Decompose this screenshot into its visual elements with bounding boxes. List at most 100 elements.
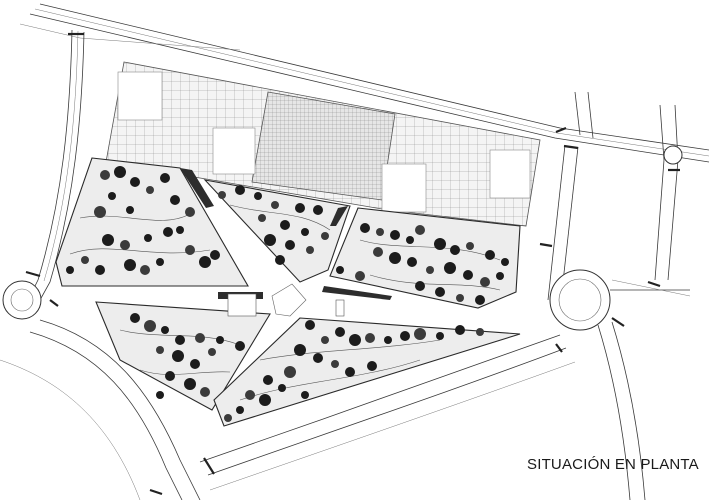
tree-icon (480, 277, 490, 287)
tree-icon (321, 336, 329, 344)
tree-icon (199, 256, 211, 268)
tree-icon (373, 247, 383, 257)
tree-icon (313, 353, 323, 363)
tree-icon (216, 336, 224, 344)
tree-icon (126, 206, 134, 214)
tree-icon (295, 203, 305, 213)
tree-icon (218, 191, 226, 199)
roundabout-northeast-icon (663, 145, 683, 165)
tree-icon (280, 220, 290, 230)
tree-icon (331, 360, 339, 368)
tree-icon (94, 206, 106, 218)
tree-icon (284, 366, 296, 378)
courtyard-4 (489, 149, 531, 199)
tree-icon (184, 378, 196, 390)
roundabout-west-icon (2, 280, 42, 320)
tree-icon (406, 236, 414, 244)
tree-icon (389, 252, 401, 264)
courtyard-1 (117, 71, 163, 121)
tree-icon (384, 336, 392, 344)
tree-icon (355, 271, 365, 281)
tree-icon (208, 348, 216, 356)
tree-icon (285, 240, 295, 250)
tree-icon (400, 331, 410, 341)
tree-icon (306, 246, 314, 254)
tree-icon (130, 313, 140, 323)
tree-icon (436, 332, 444, 340)
tree-icon (367, 361, 377, 371)
parcel-northwest (55, 157, 249, 287)
tree-icon (175, 335, 185, 345)
tree-icon (95, 265, 105, 275)
tree-icon (301, 228, 309, 236)
tree-icon (321, 232, 329, 240)
tree-icon (407, 257, 417, 267)
tree-icon (271, 201, 279, 209)
tree-icon (349, 334, 361, 346)
tree-icon (161, 326, 169, 334)
tree-icon (501, 258, 509, 266)
tree-icon (259, 394, 271, 406)
tree-icon (335, 327, 345, 337)
tree-icon (336, 266, 344, 274)
tree-icon (140, 265, 150, 275)
tree-icon (434, 238, 446, 250)
road-network (0, 3, 709, 500)
tree-icon (275, 255, 285, 265)
tree-icon (475, 295, 485, 305)
tree-icon (81, 256, 89, 264)
tree-icon (254, 192, 262, 200)
tree-icon (160, 173, 170, 183)
tree-icon (146, 186, 154, 194)
tree-icon (235, 341, 245, 351)
tree-icon (66, 266, 74, 274)
tree-icon (156, 346, 164, 354)
tree-icon (360, 223, 370, 233)
tree-icon (163, 227, 173, 237)
tree-icon (245, 390, 255, 400)
central-pavilion (227, 293, 257, 317)
tree-icon (176, 226, 184, 234)
tree-icon (456, 294, 464, 302)
tree-icon (455, 325, 465, 335)
tree-icon (305, 320, 315, 330)
tree-icon (235, 185, 245, 195)
courtyard-2 (212, 127, 256, 175)
tree-icon (466, 242, 474, 250)
tree-icon (450, 245, 460, 255)
tree-icon (195, 333, 205, 343)
tree-icon (496, 272, 504, 280)
tree-icon (185, 245, 195, 255)
tree-icon (210, 250, 220, 260)
tree-canopies (66, 166, 509, 422)
tree-icon (444, 262, 456, 274)
tree-icon (124, 259, 136, 271)
tree-icon (426, 266, 434, 274)
tree-icon (264, 234, 276, 246)
drawing-caption: SITUACIÓN EN PLANTA (527, 456, 699, 473)
tree-icon (156, 391, 164, 399)
tree-icon (170, 195, 180, 205)
tree-icon (313, 205, 323, 215)
tree-icon (108, 192, 116, 200)
tree-icon (414, 328, 426, 340)
tree-icon (144, 234, 152, 242)
tree-icon (172, 350, 184, 362)
tree-icon (301, 391, 309, 399)
tree-icon (476, 328, 484, 336)
tree-icon (415, 225, 425, 235)
tree-icon (236, 406, 244, 414)
tree-icon (120, 240, 130, 250)
tree-icon (278, 384, 286, 392)
gridded-building-block (105, 61, 541, 227)
tree-icon (263, 375, 273, 385)
tree-icon (294, 344, 306, 356)
tree-icon (190, 359, 200, 369)
tree-icon (435, 287, 445, 297)
tree-icon (485, 250, 495, 260)
tree-icon (415, 281, 425, 291)
tree-icon (200, 387, 210, 397)
tree-icon (365, 333, 375, 343)
tree-icon (144, 320, 156, 332)
